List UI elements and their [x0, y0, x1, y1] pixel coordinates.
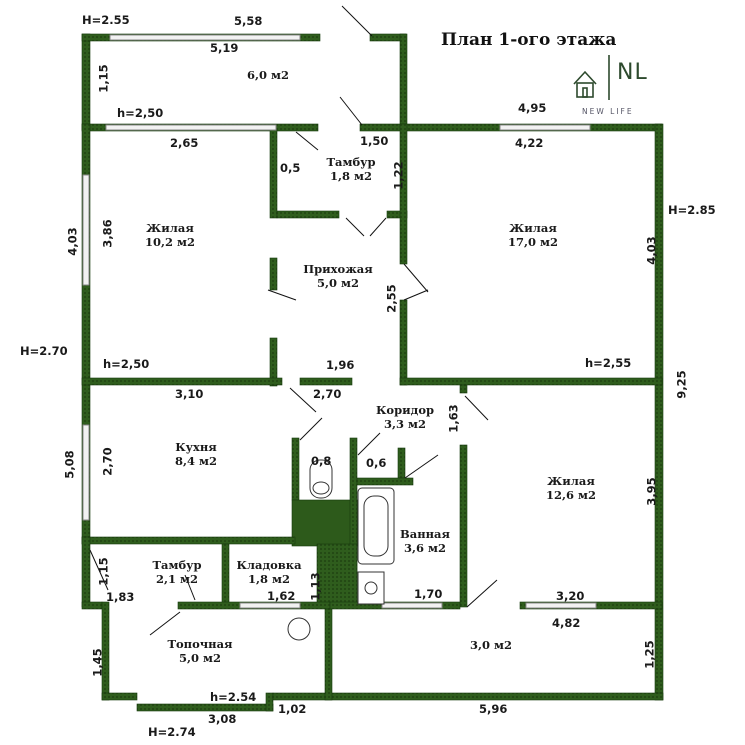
- room-label: 6,0 м2: [246, 68, 290, 82]
- height-label: h=2,50: [117, 106, 164, 120]
- dim-label: 1,45: [90, 648, 105, 677]
- dim-label: 1,83: [106, 590, 135, 604]
- logo-subtitle: NEW LIFE: [582, 107, 634, 116]
- door-swings: [89, 5, 498, 636]
- height-label: h=2,55: [585, 356, 632, 370]
- dim-label: 3,08: [208, 712, 237, 726]
- dim-label: 4,82: [552, 616, 581, 630]
- dim-label: 1,22: [391, 161, 406, 190]
- logo-mark: NL: [617, 60, 648, 85]
- dim-label: 5,58: [234, 14, 263, 28]
- dim-label: 2,70: [100, 447, 115, 476]
- dim-label: 3,86: [100, 219, 115, 248]
- dim-label: 1,63: [446, 404, 461, 433]
- dim-label: 1,50: [360, 134, 389, 148]
- dim-label: 1,02: [278, 702, 307, 716]
- dim-label: 2,55: [384, 284, 399, 313]
- dim-label: 5,08: [62, 450, 77, 479]
- height-label: H=2.85: [668, 203, 716, 217]
- dim-label: 1,13: [308, 572, 323, 601]
- room-label: 3,0 м2: [469, 638, 513, 652]
- plan-title: План 1-ого этажа: [441, 30, 617, 50]
- dim-label: 1,25: [642, 640, 657, 669]
- dim-label: 1,15: [96, 557, 111, 586]
- dim-label: 2,65: [170, 136, 199, 150]
- dim-label: 4,03: [644, 236, 659, 265]
- windows: [82, 34, 597, 609]
- dim-label: 1,62: [267, 589, 296, 603]
- dim-label: 1,96: [326, 358, 355, 372]
- dim-label: 4,03: [65, 227, 80, 256]
- height-label: H=2.55: [82, 13, 130, 27]
- height-label: h=2,50: [103, 357, 150, 371]
- house-icon: [573, 55, 610, 100]
- dim-label: 3,20: [556, 589, 585, 603]
- dim-label: 2,70: [313, 387, 342, 401]
- dim-label: 5,96: [479, 702, 508, 716]
- dim-label: 0,6: [366, 456, 387, 470]
- height-label: H=2.70: [20, 344, 68, 358]
- dim-label: 5,19: [210, 41, 239, 55]
- dim-label: 0,8: [311, 454, 332, 468]
- dim-label: 3,95: [644, 477, 659, 506]
- dim-label: 0,5: [280, 161, 301, 175]
- fixtures: [287, 459, 395, 641]
- dim-label: 3,10: [175, 387, 204, 401]
- height-label: H=2.74: [148, 725, 196, 739]
- dim-label: 9,25: [674, 370, 689, 399]
- dim-label: 1,15: [96, 64, 111, 93]
- dim-label: 1,70: [414, 587, 443, 601]
- dim-label: 4,95: [518, 101, 547, 115]
- height-label: h=2.54: [210, 690, 257, 704]
- dim-label: 4,22: [515, 136, 544, 150]
